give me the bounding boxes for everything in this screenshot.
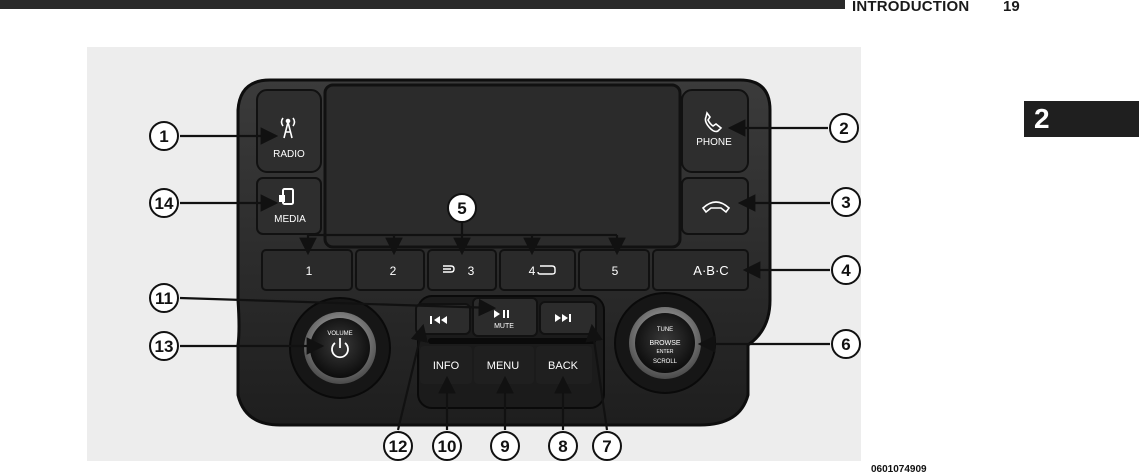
shuffle-icon	[443, 265, 455, 273]
browse-label: BROWSE	[649, 340, 680, 347]
phone-icon	[704, 111, 723, 133]
chapter-number: 2	[1034, 103, 1050, 134]
info-label: INFO	[433, 360, 460, 372]
callout-11: 11	[149, 283, 179, 313]
svg-text:7: 7	[602, 437, 611, 456]
media-label: MEDIA	[274, 214, 306, 225]
svg-text:11: 11	[155, 289, 173, 308]
callout-7: 7	[592, 431, 622, 461]
svg-text:6: 6	[841, 335, 850, 354]
preset-2-label: 2	[390, 264, 397, 278]
info-button[interactable]	[420, 346, 472, 384]
volume-label: VOLUME	[327, 331, 352, 337]
preset-row: 1 2 3 4 5 A·B·C	[261, 249, 749, 291]
svg-text:9: 9	[500, 437, 509, 456]
svg-text:14: 14	[155, 194, 174, 213]
chapter-tab: 2	[1024, 101, 1139, 137]
media-device-icon	[279, 188, 294, 205]
page-number: 19	[1003, 0, 1020, 15]
preset-5-label: 5	[612, 264, 619, 278]
phone-button[interactable]: PHONE	[681, 89, 749, 173]
menu-label: MENU	[487, 360, 519, 372]
enter-label: ENTER	[657, 349, 674, 355]
radio-button[interactable]: RADIO	[256, 89, 322, 173]
svg-text:13: 13	[155, 337, 174, 356]
callout-14: 14	[149, 188, 179, 218]
abc-label: A·B·C	[693, 263, 728, 278]
radio-tower-icon	[280, 117, 296, 139]
svg-text:12: 12	[389, 437, 408, 456]
callout-12: 12	[383, 431, 413, 461]
repeat-icon	[537, 265, 556, 275]
preset-3-label: 3	[468, 264, 475, 278]
callout-3: 3	[831, 187, 861, 217]
svg-text:8: 8	[558, 437, 567, 456]
svg-text:4: 4	[841, 261, 851, 280]
tune-knob[interactable]: TUNE BROWSE ENTER SCROLL	[614, 292, 716, 394]
callout-5: 5	[447, 193, 477, 223]
phone-label: PHONE	[696, 137, 732, 148]
callout-leaders	[179, 119, 830, 431]
header-bar	[0, 0, 845, 9]
next-track-icon	[555, 314, 571, 322]
preset-4-label: 4	[529, 264, 536, 278]
section-title: INTRODUCTION	[852, 0, 970, 15]
svg-text:10: 10	[438, 437, 457, 456]
power-icon	[331, 338, 349, 359]
callout-8: 8	[548, 431, 578, 461]
callout-2: 2	[829, 113, 859, 143]
callout-6: 6	[831, 329, 861, 359]
svg-text:1: 1	[159, 127, 168, 146]
display-screen	[323, 83, 682, 249]
preset-4-button[interactable]	[499, 249, 576, 291]
preset-3-button[interactable]	[427, 249, 497, 291]
hang-up-button[interactable]	[681, 177, 749, 235]
radio-label: RADIO	[273, 149, 305, 160]
callout-1: 1	[149, 121, 179, 151]
svg-text:5: 5	[457, 199, 466, 218]
callout-13: 13	[149, 331, 179, 361]
media-button[interactable]: MEDIA	[256, 177, 322, 235]
menu-button[interactable]	[474, 346, 534, 384]
cd-slot	[428, 338, 596, 344]
callout-9: 9	[490, 431, 520, 461]
figure-id: 0601074909	[871, 464, 927, 475]
scroll-label: SCROLL	[653, 359, 678, 365]
volume-knob[interactable]: VOLUME	[289, 297, 391, 399]
callout-4: 4	[831, 255, 861, 285]
svg-text:3: 3	[841, 193, 850, 212]
transport-cluster: MUTE INFO MENU BACK	[415, 295, 605, 409]
preset-1-label: 1	[306, 264, 313, 278]
back-label: BACK	[548, 360, 579, 372]
tune-label: TUNE	[657, 327, 673, 333]
hang-up-icon	[701, 201, 731, 214]
callout-10: 10	[432, 431, 462, 461]
svg-text:2: 2	[839, 119, 848, 138]
previous-track-icon	[430, 316, 447, 324]
back-button[interactable]	[536, 346, 592, 384]
mute-label: MUTE	[494, 323, 514, 330]
